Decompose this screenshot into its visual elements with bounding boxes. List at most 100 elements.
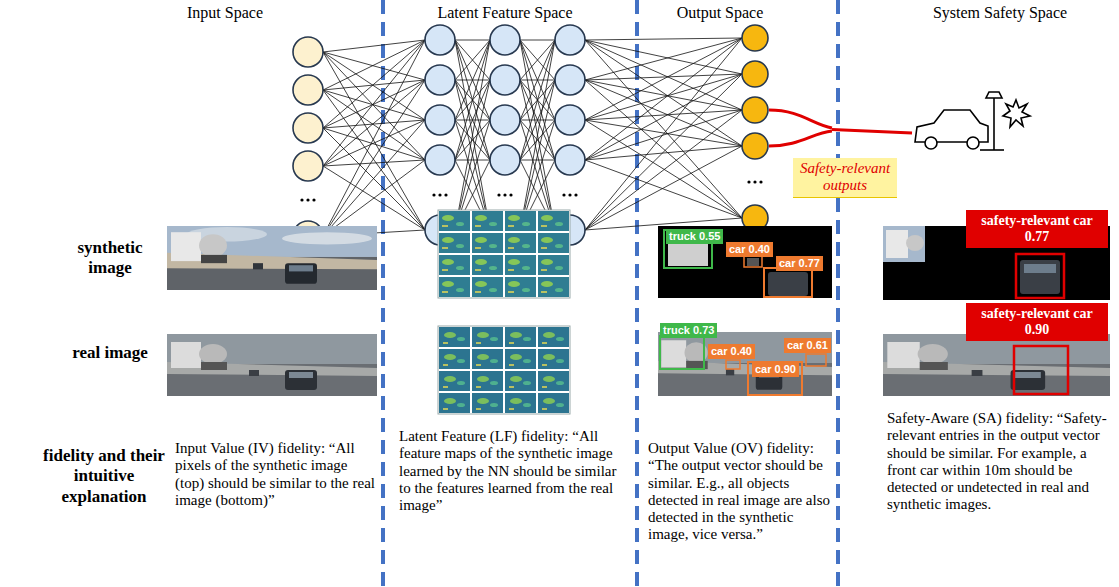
crash-icon [915, 92, 1030, 150]
neuron [490, 145, 520, 175]
nn-weight [455, 80, 490, 230]
neuron [742, 25, 768, 51]
node-text: car 0.61 [787, 339, 828, 352]
nn-weight [520, 40, 555, 230]
nn-weight [455, 40, 490, 120]
row-label: synthetic image [55, 238, 165, 279]
row-label-text: synthetic image [55, 238, 165, 279]
node-text: car 0.90 [755, 363, 796, 376]
nn-weight [323, 40, 425, 90]
neuron [425, 65, 455, 95]
ellipsis-dot [503, 193, 506, 196]
space-header-text: Input Space [125, 4, 325, 22]
row-label-text: fidelity and their intuitive explanation [38, 446, 170, 507]
safety-box: safety-relevant car 0.90 [966, 303, 1108, 341]
fidelity-text-text: Input Value (IV) fidelity: “All pixels o… [175, 440, 380, 509]
neuron [555, 65, 585, 95]
space-header: Latent Feature Space [405, 4, 605, 22]
nn-weight [585, 146, 742, 160]
ellipsis-dot [438, 193, 441, 196]
nn-weight [455, 40, 490, 120]
nn-weight [323, 52, 425, 80]
nn-weight [455, 80, 490, 160]
nn-weight [585, 74, 742, 160]
node-text: car 0.40 [729, 243, 770, 256]
nn-weight [585, 110, 742, 230]
ellipsis-dot [753, 180, 756, 183]
nn-weight [520, 40, 555, 120]
fidelity-text: Latent Feature (LF) fidelity: “All featu… [399, 428, 631, 514]
ellipsis-dot [747, 180, 750, 183]
nn-weight [585, 38, 742, 120]
output-real-image [658, 332, 832, 396]
fidelity-text: Safety-Aware (SA) fidelity: “Safety-rele… [887, 410, 1113, 514]
nn-weight [455, 40, 490, 160]
nn-weight [520, 80, 555, 160]
nn-weight [323, 90, 425, 160]
nn-weight [455, 40, 490, 80]
row-label: fidelity and their intuitive explanation [38, 446, 170, 507]
fidelity-text: Output Value (OV) fidelity: “The output … [648, 440, 834, 544]
neuron [490, 105, 520, 135]
detection-tag: car 0.61 [784, 338, 831, 353]
nn-weight [323, 160, 425, 236]
nn-weight [323, 80, 425, 166]
neuron [425, 145, 455, 175]
neuron [490, 25, 520, 55]
ellipsis-dot [312, 198, 315, 201]
nn-weight [585, 74, 742, 230]
neuron [555, 25, 585, 55]
neuron [742, 133, 768, 159]
ellipsis-dot [432, 193, 435, 196]
neuron [742, 61, 768, 87]
neuron [293, 113, 323, 143]
nn-weight [520, 40, 555, 230]
nn-weight [455, 40, 490, 80]
node-text: truck 0.55 [669, 230, 720, 243]
nn-weight [520, 40, 555, 80]
ellipsis-dot [509, 193, 512, 196]
neuron [293, 151, 323, 181]
nn-weight [323, 120, 425, 166]
nn-weight [323, 160, 425, 166]
ellipsis-dot [497, 193, 500, 196]
ellipsis-dot [568, 193, 571, 196]
nn-weight [323, 90, 425, 230]
ellipsis-dot [574, 193, 577, 196]
ellipsis-dot [562, 193, 565, 196]
nn-weight [520, 160, 555, 161]
nn-weight [520, 80, 555, 160]
nn-weight [585, 80, 742, 218]
nn-weight [585, 160, 742, 218]
safety-real-image [883, 334, 1110, 396]
node-text: car 0.77 [779, 257, 820, 270]
fidelity-text: Input Value (IV) fidelity: “All pixels o… [175, 440, 380, 509]
nn-weight [455, 80, 490, 160]
nn-weight [323, 80, 425, 90]
nn-weight [585, 110, 742, 120]
node-text: safety-relevant car 0.77 [970, 213, 1104, 245]
fidelity-text-text: Output Value (OV) fidelity: “The output … [648, 440, 834, 544]
nn-weight [323, 120, 425, 236]
neuron [425, 105, 455, 135]
feature-maps [438, 210, 570, 414]
detection-tag: truck 0.73 [660, 323, 717, 338]
safety-link [769, 110, 912, 146]
space-header-text: Latent Feature Space [405, 4, 605, 22]
nn-weight [323, 128, 425, 160]
nn-weight [455, 80, 490, 230]
nn-weight [455, 40, 490, 160]
space-header: Input Space [125, 4, 325, 22]
nn-weight [520, 40, 555, 160]
neuron [293, 75, 323, 105]
row-label: real image [55, 343, 165, 363]
nn-weight [585, 80, 742, 110]
space-dividers [383, 0, 838, 587]
nn-weight [455, 160, 490, 161]
nn-weight [323, 40, 425, 52]
node-text: truck 0.73 [663, 324, 714, 337]
detection-tag: car 0.40 [708, 344, 755, 359]
nn-weight [520, 80, 555, 230]
space-header-text: Output Space [640, 4, 800, 22]
nn-weight [520, 40, 555, 41]
